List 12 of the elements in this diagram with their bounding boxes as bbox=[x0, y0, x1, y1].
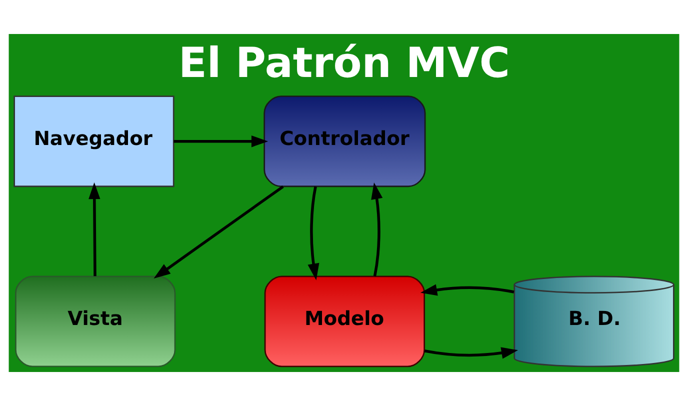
node-box: Vista bbox=[15, 276, 176, 368]
arrow bbox=[88, 182, 100, 276]
arrow bbox=[308, 186, 320, 280]
node-box: Modelo bbox=[264, 276, 426, 368]
arrow bbox=[424, 347, 518, 359]
node-box: Controlador bbox=[264, 96, 426, 188]
node-box: Navegador bbox=[14, 96, 174, 188]
diagram-title: El Patrón MVC bbox=[178, 38, 510, 87]
arrow bbox=[154, 185, 284, 279]
arrow bbox=[174, 136, 268, 148]
arrow bbox=[420, 284, 514, 296]
arrow bbox=[371, 182, 383, 276]
